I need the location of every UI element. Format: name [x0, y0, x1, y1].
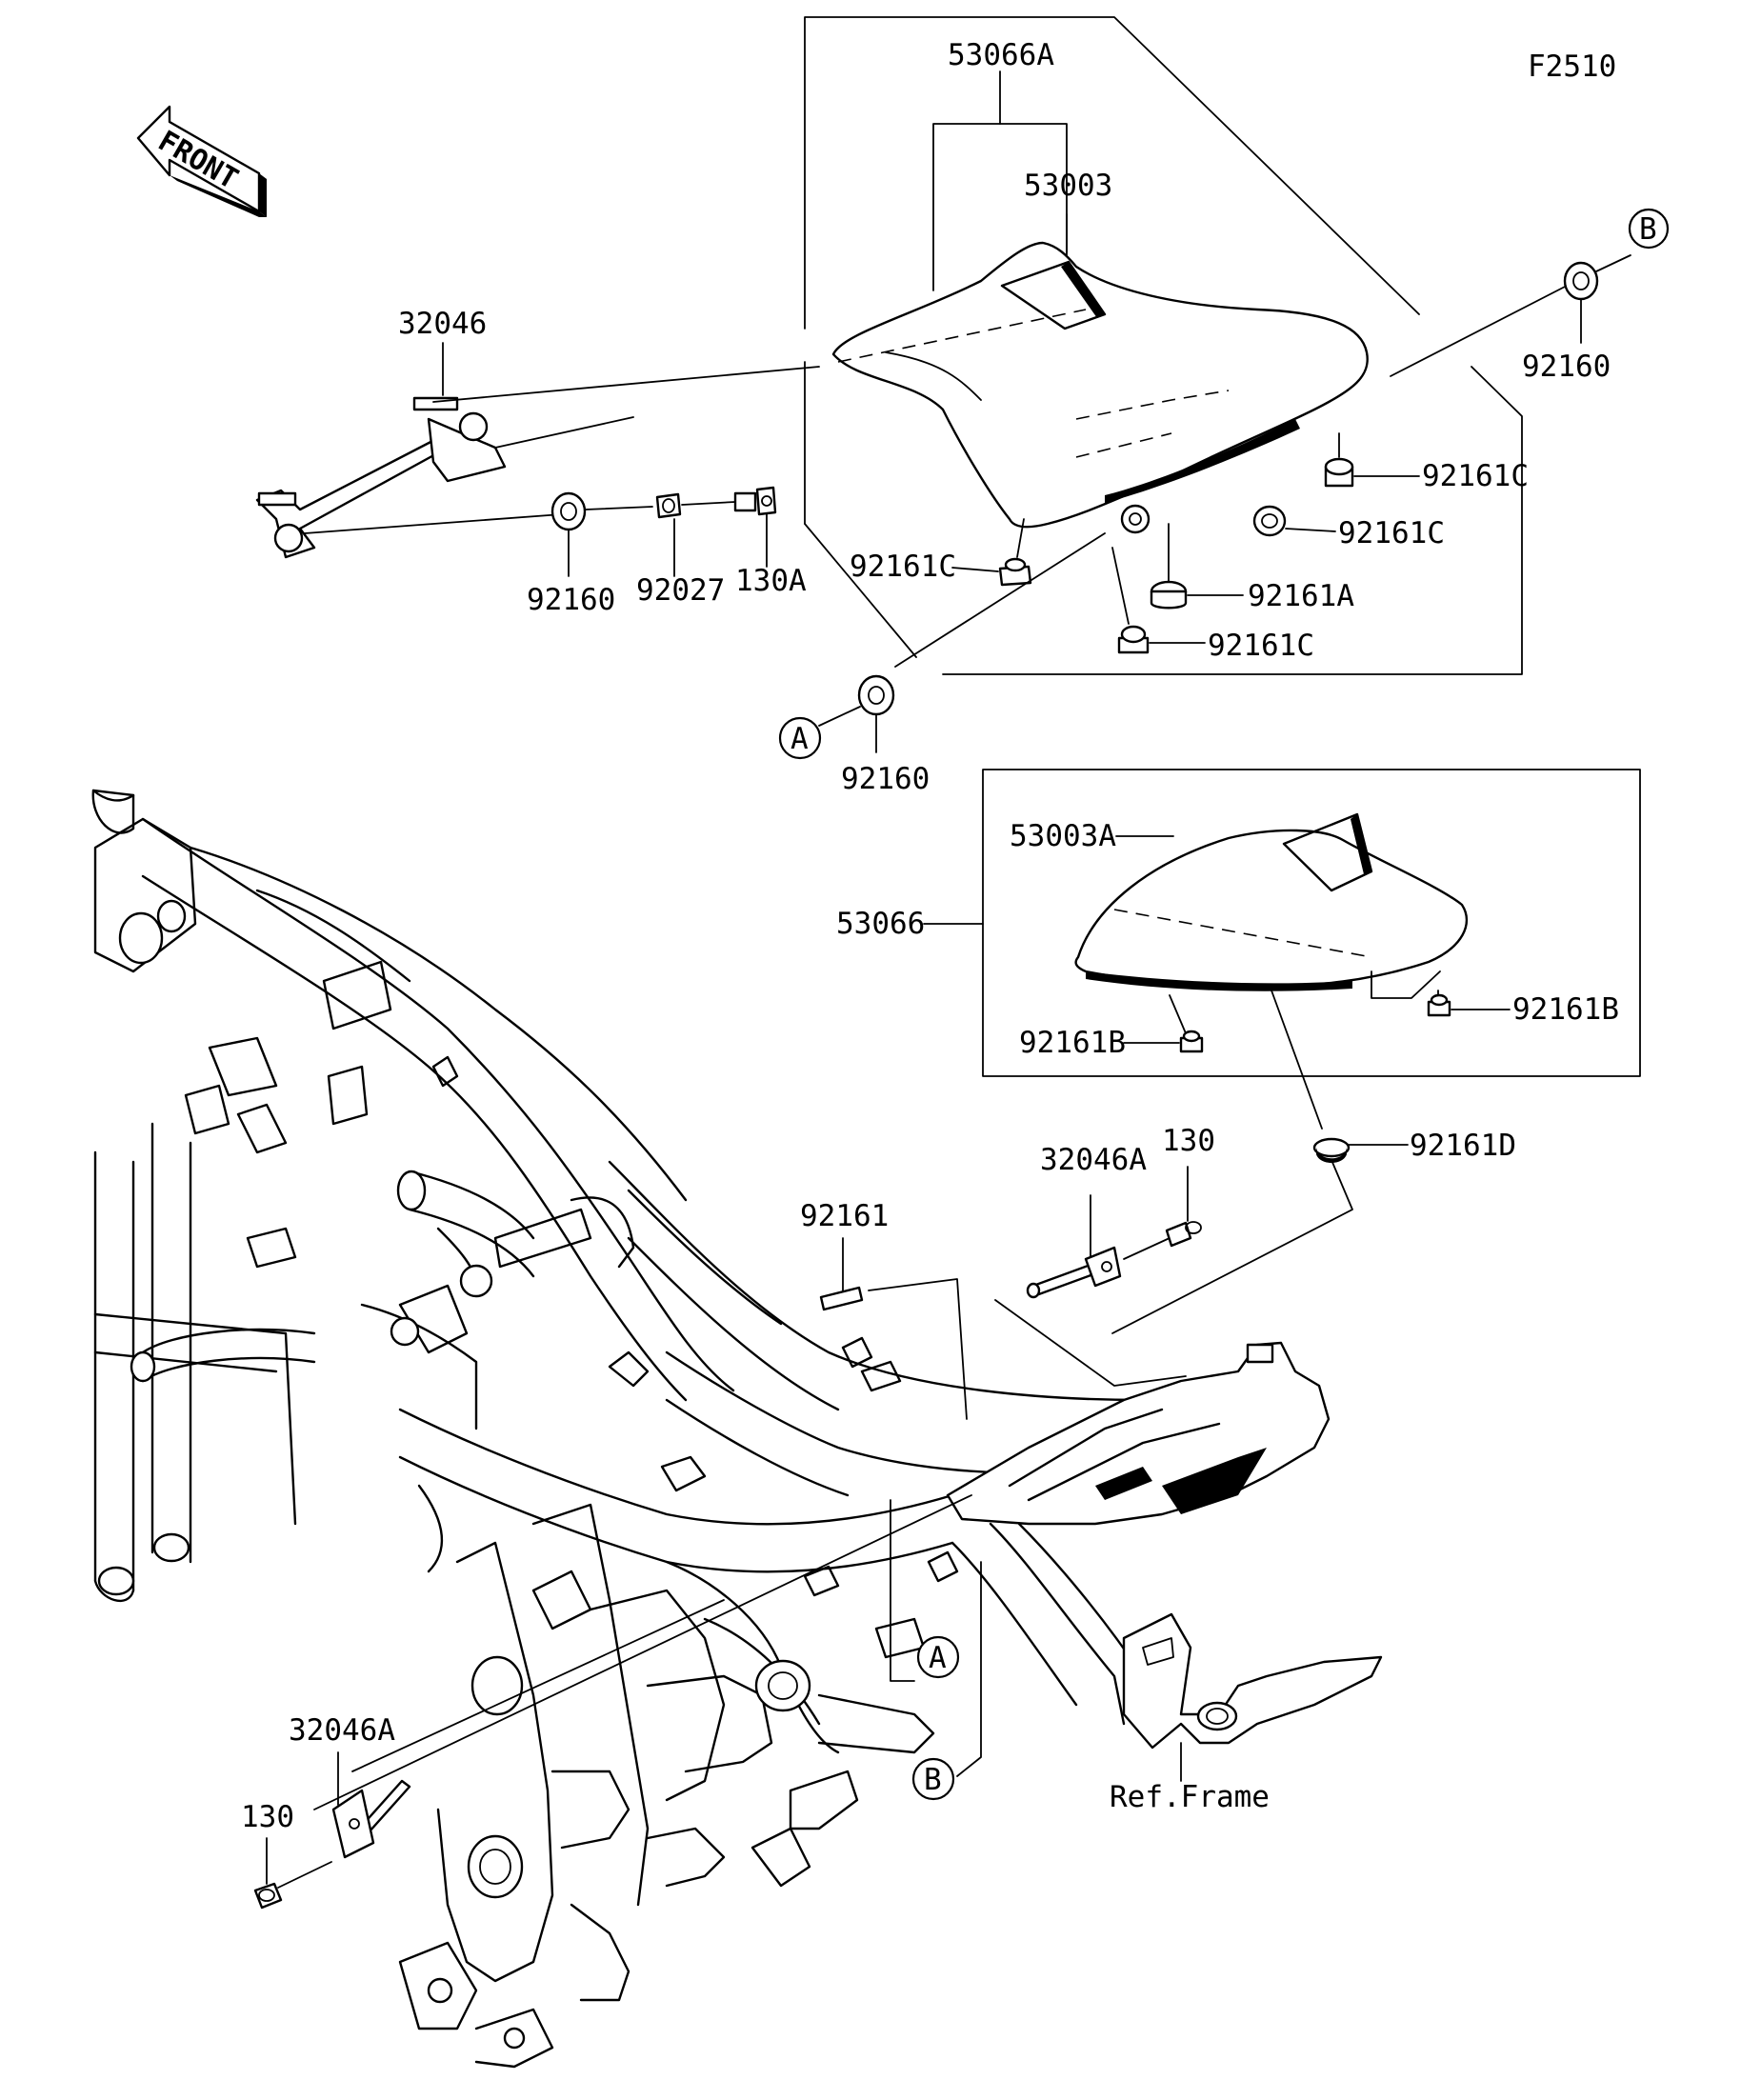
stopper-92161C-1 — [1324, 432, 1420, 488]
part-label-92161D: 92161D — [1410, 1129, 1516, 1163]
part-label-92161B-1: 92161B — [1019, 1026, 1126, 1060]
bolt-130-top — [1123, 1166, 1202, 1260]
part-label-32046A-bottom: 32046A — [289, 1713, 395, 1748]
part-label-92027: 92027 — [636, 573, 725, 608]
part-label-92160-left: 92160 — [527, 583, 615, 617]
part-label-130A: 130A — [735, 564, 807, 598]
ref-frame-label: Ref.Frame — [1110, 1780, 1270, 1814]
part-label-92160-A: 92160 — [841, 762, 930, 796]
leader-bracket-to-damper — [304, 513, 563, 534]
part-label-92161B-2: 92161B — [1512, 992, 1619, 1027]
figure-code: F2510 — [1528, 50, 1616, 84]
seat-group-outline — [804, 16, 1523, 675]
damper-92160-A — [818, 674, 895, 727]
leader-92161D-to-frame — [1111, 1159, 1353, 1334]
leader-A-frame — [890, 1499, 915, 1682]
fastener-axis-line — [313, 1494, 972, 1810]
damper-92160-top — [1563, 254, 1631, 301]
callout-B-top: B — [1628, 208, 1670, 250]
front-label: FRONT — [152, 125, 244, 196]
svg-text:B: B — [1639, 212, 1657, 247]
part-label-53003: 53003 — [1024, 169, 1112, 203]
part-label-92161A: 92161A — [1248, 579, 1354, 613]
leader-B-frame — [956, 1561, 982, 1777]
leader-bracket-to-seat — [432, 366, 820, 403]
frame-attach-lines — [994, 1299, 1187, 1387]
callout-B-frame: B — [911, 1757, 955, 1801]
callout-A-left: A — [778, 716, 822, 760]
front-arrow-icon: FRONT — [136, 105, 267, 217]
stopper-92161D — [1312, 1137, 1409, 1163]
part-label-92161: 92161 — [800, 1199, 889, 1233]
stopper-92161B-1 — [1123, 994, 1204, 1053]
callout-A-frame: A — [916, 1635, 960, 1679]
part-label-92161C-1: 92161C — [1422, 459, 1529, 493]
part-label-92160-top: 92160 — [1522, 350, 1611, 384]
svg-text:B: B — [924, 1763, 942, 1797]
stopper-92161A — [1150, 523, 1244, 610]
stopper-92161C-4 — [951, 518, 1032, 587]
part-label-53066A: 53066A — [948, 38, 1054, 72]
part-label-92161C-3: 92161C — [1208, 629, 1314, 663]
part-label-130-bottom: 130 — [241, 1800, 294, 1834]
part-label-53066: 53066 — [836, 907, 925, 941]
bracket-32046 — [255, 396, 507, 559]
part-label-92161C-2: 92161C — [1338, 516, 1445, 550]
stopper-92161B-2 — [1371, 970, 1511, 1017]
part-label-32046: 32046 — [398, 307, 487, 341]
pillion-group-box — [982, 769, 1641, 1077]
leader-seat-to-damper — [1390, 285, 1568, 377]
part-label-130-top: 130 — [1162, 1124, 1215, 1158]
fastener-axis-line-2 — [351, 1599, 725, 1772]
svg-text:A: A — [790, 722, 809, 756]
collar-92027 — [655, 492, 736, 519]
leader-pillion-to-92161D — [1271, 990, 1323, 1130]
part-label-53003A: 53003A — [1010, 819, 1116, 853]
bolt-130A — [733, 486, 777, 516]
bolt-130-bottom — [253, 1837, 332, 1910]
bolt-32046A-bottom — [331, 1751, 411, 1859]
svg-text:A: A — [929, 1641, 947, 1675]
stopper-92161C-2 — [1252, 505, 1336, 537]
bolt-32046A-top — [1026, 1194, 1122, 1299]
part-label-32046A-top: 32046A — [1040, 1143, 1147, 1177]
bracket-outline-edge — [494, 416, 634, 449]
pillion-seat-53003A — [1074, 812, 1468, 991]
main-seat-53003 — [831, 241, 1369, 534]
motorcycle-frame — [91, 789, 1383, 2069]
strip-92161 — [819, 1237, 968, 1420]
stopper-92161C-3 — [1111, 547, 1206, 654]
leader-53066A — [932, 70, 1068, 291]
leader-seat-to-damper-A — [894, 532, 1106, 668]
damper-92160-left — [550, 491, 653, 531]
part-label-92161C-4: 92161C — [850, 550, 956, 584]
